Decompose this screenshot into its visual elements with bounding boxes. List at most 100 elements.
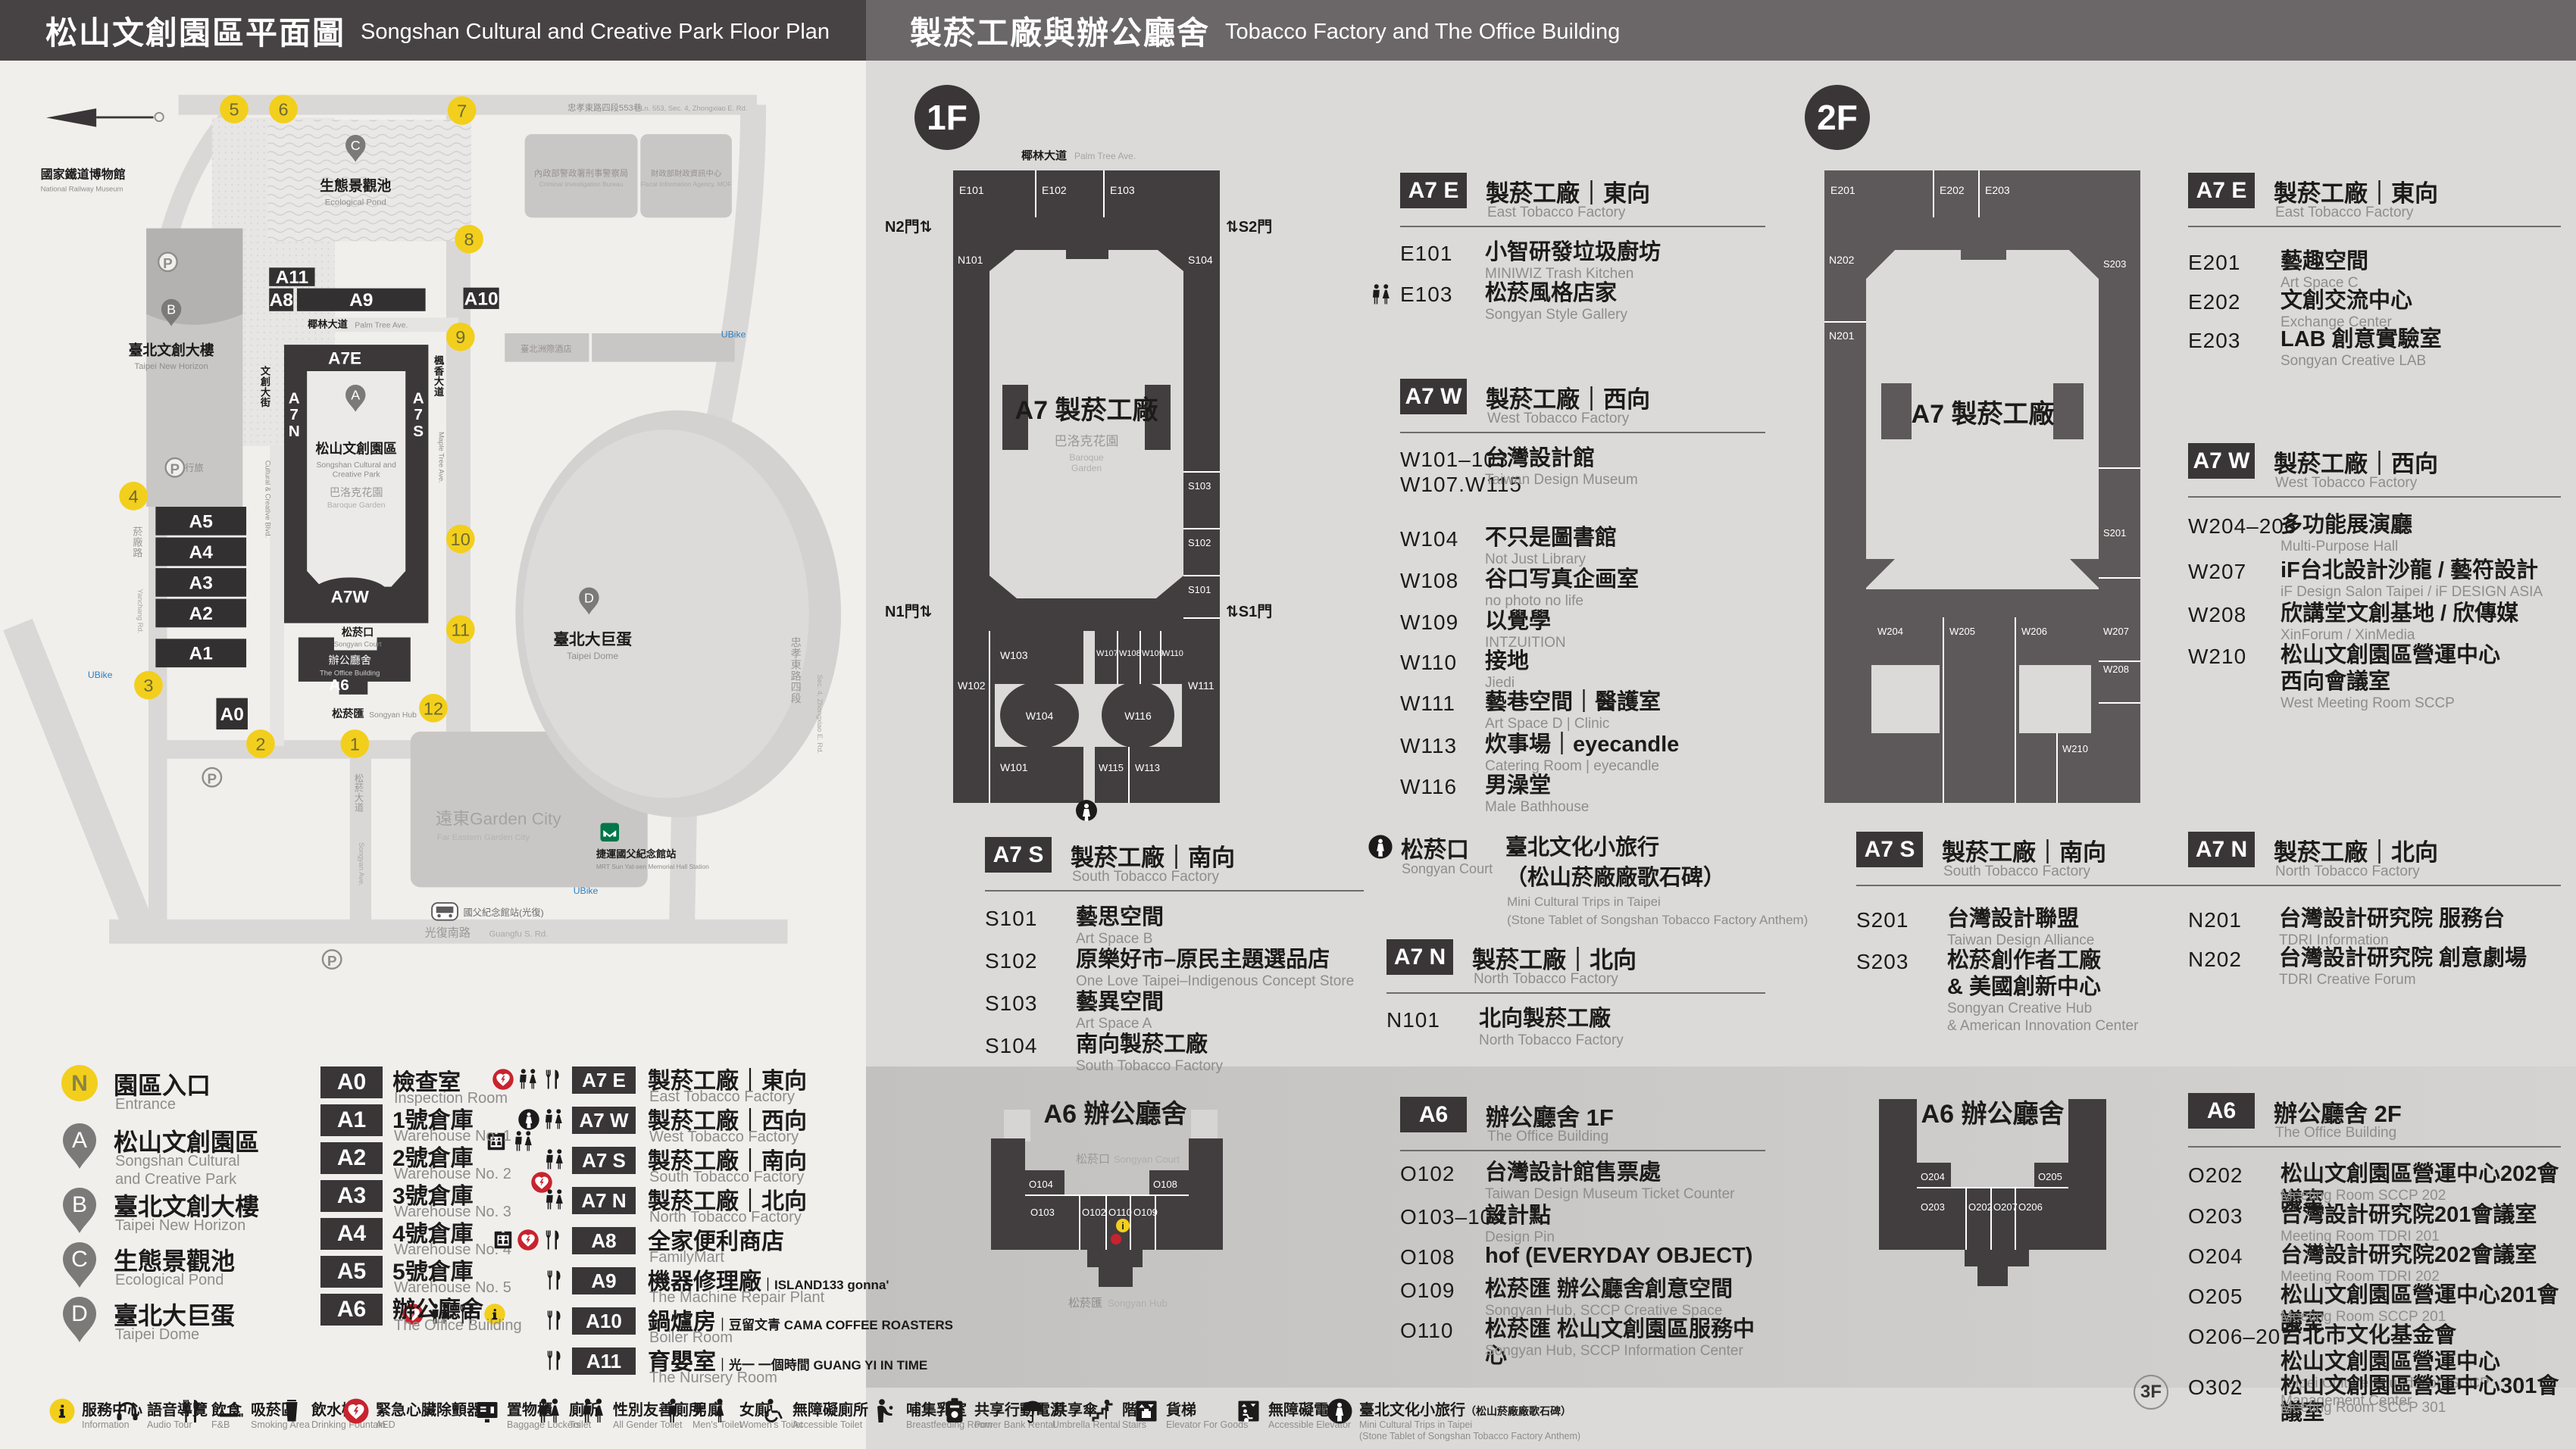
road-guangfu	[109, 919, 788, 944]
room-code: O109	[1400, 1279, 1455, 1302]
rect	[436, 906, 454, 913]
road-diagonal	[3, 618, 154, 934]
legend-place-en: Taipei Dome	[115, 1326, 200, 1343]
restroom-icon	[546, 1109, 562, 1129]
room-name-en: TDRI Information	[2279, 932, 2389, 948]
map-a7e-label: A7E	[328, 349, 361, 368]
dining-icon	[546, 1230, 559, 1250]
room-code: O110	[1400, 1319, 1454, 1342]
room-name-en: Not Just Library	[1485, 551, 1587, 567]
room-name-en: One Love Taipei–Indigenous Concept Store	[1076, 973, 1355, 989]
room-name-zh: 松山文創園區營運中心301會議室	[2281, 1374, 2559, 1425]
map-label: 8	[464, 230, 474, 249]
room-code: S103	[985, 992, 1038, 1015]
tspan: 孝	[791, 648, 802, 660]
left-title-zh: 松山文創園區平面圖	[45, 14, 346, 51]
room-code: E202	[2188, 290, 2241, 314]
dining-icon	[178, 1397, 205, 1431]
room-name-en: Meeting Room TDRI 201	[2281, 1229, 2440, 1244]
room-name-zh: 男澡堂	[1485, 773, 1552, 798]
street-zhongxiao: 忠孝東路四段	[791, 636, 802, 704]
tspan: 松	[355, 773, 364, 784]
section-divider	[2188, 885, 2561, 886]
map-label: 4	[129, 486, 139, 506]
path	[63, 1123, 96, 1169]
legend-name: 全家便利商店	[648, 1229, 784, 1254]
floor-3f-badge: 3F	[2134, 1375, 2168, 1410]
room-name-zh: 台灣設計館	[1485, 446, 1596, 470]
section-badge: A7 N	[1386, 939, 1453, 975]
place-pin-C: C	[63, 1242, 96, 1288]
street-lane553: 忠孝東路四段553巷	[567, 102, 642, 113]
strip-en: AED	[376, 1419, 395, 1430]
plan-a62-o204	[1917, 1163, 1951, 1188]
street-maple: 楓香大道	[433, 354, 445, 398]
court-title1: 臺北文化小旅行	[1505, 835, 1660, 860]
legend-name: 檢查室	[392, 1070, 461, 1095]
section-title-en: East Tobacco Factory	[1487, 205, 1626, 220]
room-code: W101–103 W107.W115	[1400, 448, 1522, 496]
cargolift-icon	[1136, 1401, 1157, 1422]
tspan: 7	[414, 406, 423, 423]
pond-waves	[267, 120, 471, 242]
room-name-zh: 松山文創園區營運中心 西向會議室	[2281, 643, 2501, 694]
legend-row-icons	[492, 1229, 564, 1251]
map-label: 5	[229, 100, 239, 120]
strip-en: Women's Toilet	[739, 1419, 803, 1430]
road-songyan-ave	[349, 745, 371, 921]
entrance-marker: N	[61, 1065, 98, 1101]
water-icon	[286, 1400, 298, 1422]
room-name-en: Taipei Culture Foundation-SCCP Managemen…	[2281, 1376, 2490, 1409]
bldg-hotel	[505, 333, 589, 362]
section-divider	[985, 890, 1364, 892]
map-label: W113	[1135, 762, 1160, 773]
aed-icon	[402, 1304, 424, 1325]
map-label: 9	[455, 327, 465, 347]
room-name-zh: LAB 創意實驗室	[2281, 327, 2442, 351]
map-bar-A10	[463, 287, 499, 309]
map-label: N201	[1829, 329, 1855, 342]
path	[2070, 250, 2099, 279]
court-title2: （松山菸廠廠歌石碑）	[1505, 866, 1726, 890]
map-label: W116	[1124, 710, 1152, 722]
map-label: i	[1121, 1220, 1124, 1232]
map-label: E201	[1830, 184, 1855, 196]
map-label: E103	[1110, 184, 1135, 196]
map-bar-label-A9: A9	[349, 290, 373, 311]
tspan: N	[289, 423, 300, 440]
strip-en: All Gender Toilet	[613, 1419, 683, 1430]
map-label: O104	[1029, 1179, 1053, 1190]
map-label: Ecological Pond	[325, 198, 386, 207]
map-bar-label-A5: A5	[189, 511, 213, 532]
section-badge: A7 W	[1400, 379, 1467, 414]
map-bar-A2	[155, 598, 247, 628]
left-title-en: Songshan Cultural and Creative Park Floo…	[361, 19, 830, 44]
restroom-all-icon	[583, 1398, 603, 1422]
female-icon	[715, 1398, 724, 1422]
legend-row-icons	[517, 1108, 565, 1131]
map-railway-museum: 國家鐵道博物館	[41, 167, 126, 182]
map-mrt-label: 捷運國父紀念館站	[596, 848, 677, 860]
plan1f-center-label: A7 製菸工廠	[1015, 395, 1158, 425]
room-name-en: Meeting Room TDRI 202	[2281, 1269, 2440, 1285]
path	[1083, 809, 1090, 821]
map-label: Yanchang Rd.	[136, 589, 145, 633]
legend-place-name: 臺北大巨蛋	[114, 1302, 236, 1329]
tspan: 路	[133, 547, 142, 558]
legend-badge-A7N: A7 N	[572, 1187, 636, 1214]
map-court-zh: 松菸口	[342, 626, 374, 639]
songyan-court-icon	[1368, 834, 1393, 863]
audio-icon	[114, 1397, 141, 1431]
legend-en: Warehouse No. 1	[394, 1128, 511, 1145]
plan-a6l-o108	[1149, 1170, 1189, 1195]
info-icon	[49, 1398, 75, 1424]
room-name-zh: 文創交流中心	[2281, 289, 2413, 313]
